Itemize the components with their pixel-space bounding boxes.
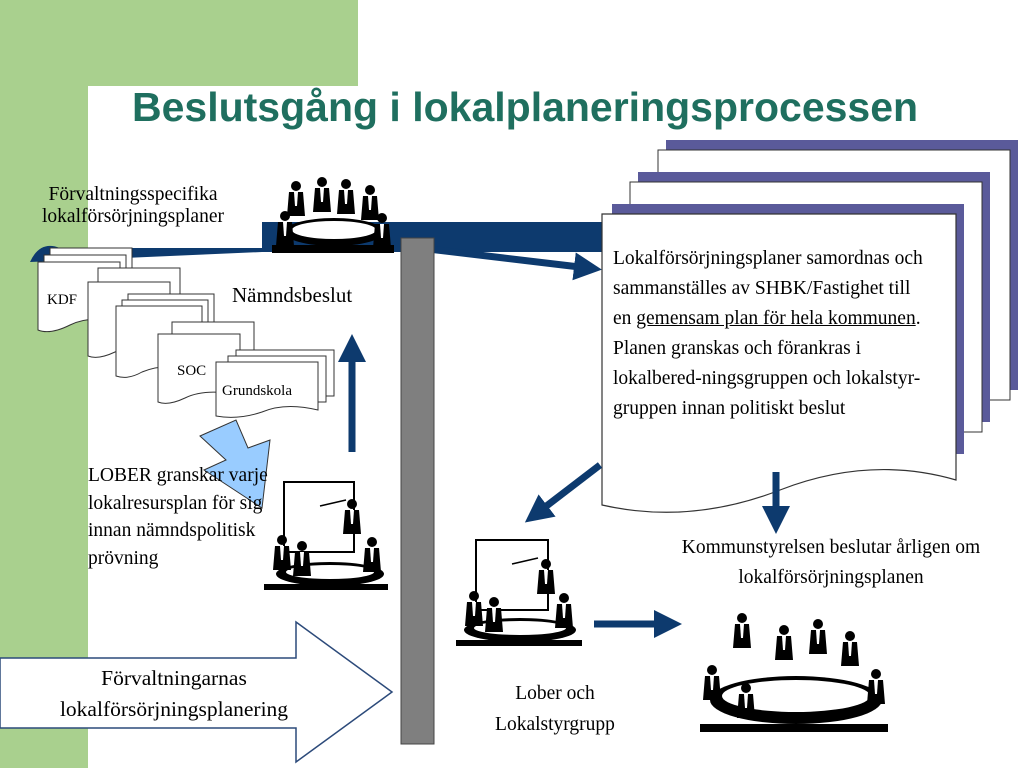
board-meeting-icon bbox=[700, 613, 888, 732]
namndsbeslut-label: Nämndsbeslut bbox=[232, 283, 353, 307]
kommunstyrelsen-label: Kommunstyrelsen beslutar årligen om loka… bbox=[681, 537, 981, 588]
main-doc-underlined: gemensam plan för hela kommunen bbox=[636, 308, 916, 329]
lober-granskar-label: LOBER granskar varje lokalresursplan för… bbox=[88, 465, 268, 569]
page-title: Beslutsgång i lokalplaneringsprocessen bbox=[132, 84, 919, 130]
main-doc-part1: Lokalförsörjningsplaner samordnas och sa… bbox=[613, 248, 923, 329]
presentation-meeting-icon-2 bbox=[456, 539, 582, 646]
main-doc-part2: . Planen granskas och förankras i lokalb… bbox=[613, 308, 921, 419]
doc-label-soc: SOC bbox=[177, 363, 207, 379]
gray-pillar bbox=[400, 237, 435, 745]
doc-label-kdf: KDF bbox=[47, 292, 78, 308]
presentation-meeting-icon bbox=[264, 481, 388, 590]
forvaltning-arrow-shape bbox=[0, 620, 394, 764]
green-top-band bbox=[0, 0, 358, 86]
light-blue-arrow bbox=[199, 419, 271, 509]
forvaltningarnas-label: Förvaltningarnas lokalförsörjningsplaner… bbox=[59, 666, 289, 721]
arrow-doc-to-lober bbox=[524, 462, 603, 523]
meeting-group-icon bbox=[272, 177, 394, 253]
main-document-text: Lokalförsörjningsplaner samordnas och sa… bbox=[613, 244, 928, 424]
small-document-stack bbox=[37, 247, 335, 418]
lober-lokalstyrgrupp-label: Lober och Lokalstyrgrupp bbox=[495, 683, 615, 735]
main-document-stack bbox=[601, 140, 1018, 513]
forvaltningsspecifika-label: Förvaltningsspecifika lokalförsörjningsp… bbox=[42, 184, 224, 227]
arrow-to-main-doc bbox=[419, 244, 602, 281]
doc-label-grundskola: Grundskola bbox=[222, 383, 292, 399]
green-left-band bbox=[0, 0, 88, 768]
